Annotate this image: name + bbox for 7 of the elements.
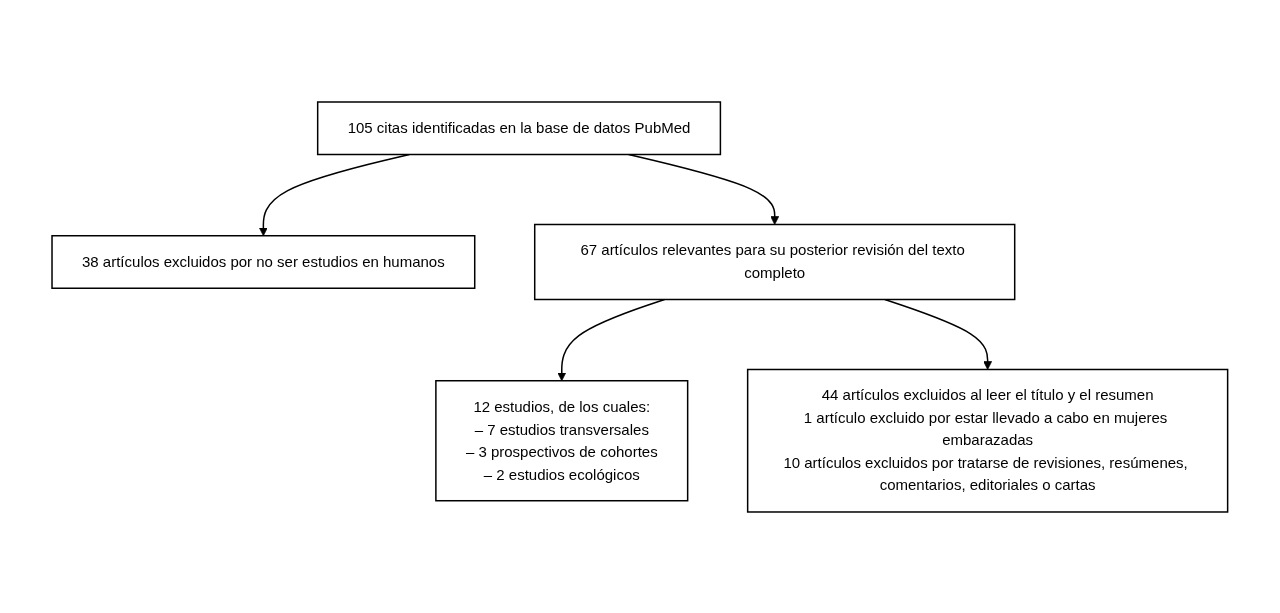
node-box: 67 artículos relevantes para su posterior revisión del texto completo [534, 223, 1016, 300]
node-box: 105 citas identificadas en la base de datos PubMed [317, 100, 722, 155]
node-box: 38 artículos excluidos por no ser estudios en humanos [51, 234, 476, 289]
node-box: 44 artículos excluidos al leer el título y el resumen 1 artículo excluido por estar llevado a cabo en mujeres embarazadas 10 artículos excluidos por tratarse de revisiones, resúmenes, comentarios, editoriales o cartas [747, 368, 1229, 513]
node-box: 12 estudios, de los cuales: – 7 estudios transversales – 3 prospectivos de cohortes – 2 estudios ecológicos [435, 379, 689, 501]
arrow [557, 298, 666, 381]
arrow [884, 298, 993, 370]
